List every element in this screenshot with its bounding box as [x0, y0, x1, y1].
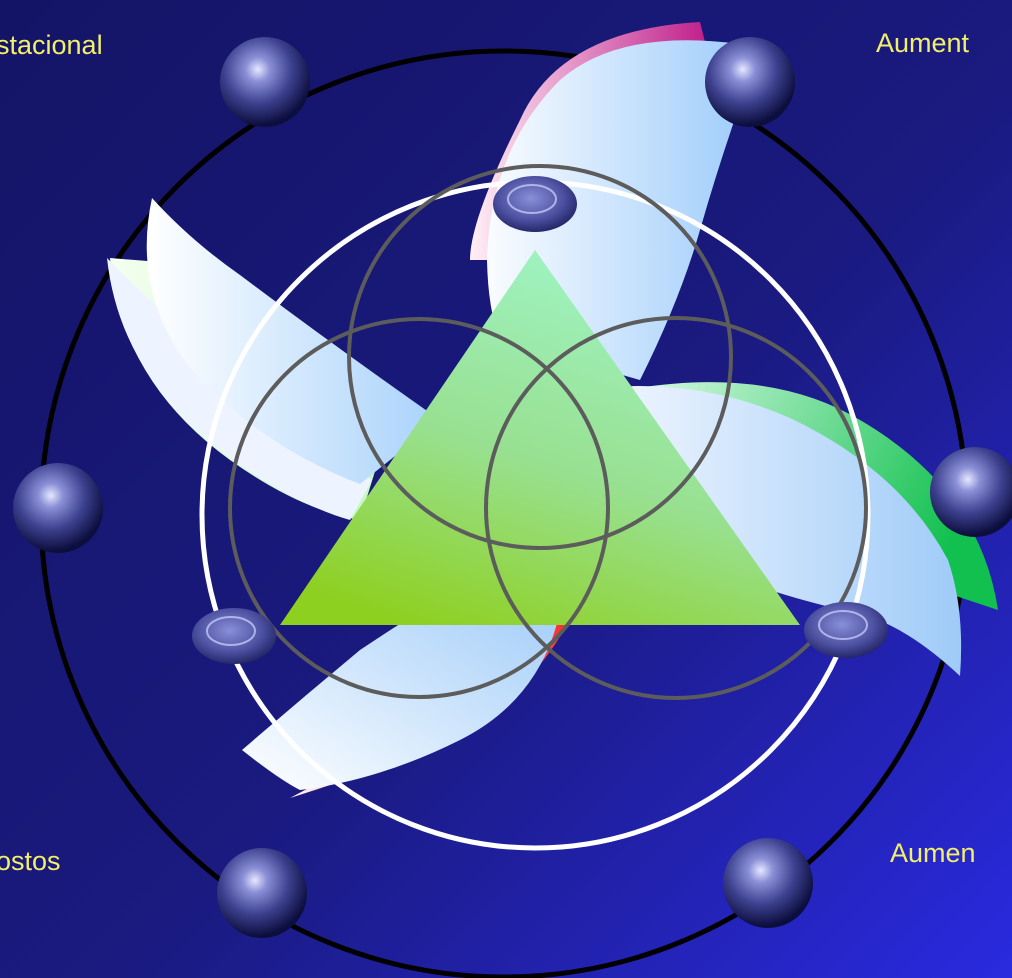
node-oval-right [804, 602, 888, 658]
label-bottom-right: Aumen [890, 840, 976, 867]
node-sphere-top-left [220, 37, 310, 127]
label-top-right: Aument [876, 30, 969, 57]
node-oval-top [493, 176, 577, 232]
node-sphere-left [13, 463, 103, 553]
label-top-left: stacional [0, 32, 103, 59]
node-oval-left [192, 608, 276, 664]
node-sphere-top-right [705, 37, 795, 127]
label-bottom-left: ostos [0, 848, 61, 875]
node-sphere-bottom-right [723, 838, 813, 928]
ribbon-left [147, 198, 440, 484]
node-sphere-bottom-left [217, 848, 307, 938]
